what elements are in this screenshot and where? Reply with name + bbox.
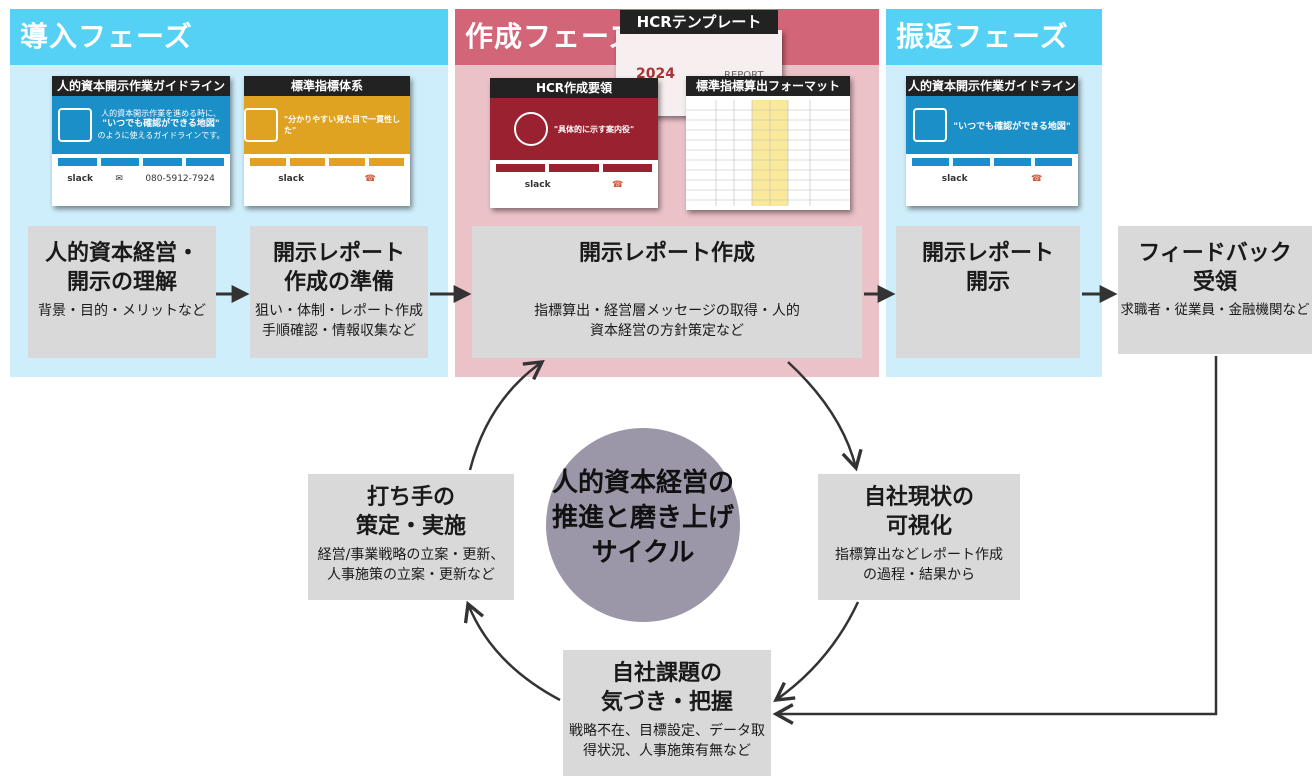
cycle-measures: 打ち手の 策定・実施 経営/事業戦略の立案・更新、 人事施策の立案・更新など [308, 474, 514, 600]
hcr-template-label: HCRテンプレート [620, 10, 778, 34]
cycle-visualize: 自社現状の 可視化 指標算出などレポート作成 の過程・結果から [818, 474, 1020, 600]
hcr-template-report: REPORT [724, 70, 764, 81]
step-understand-sub: 背景・目的・メリットなど [38, 303, 206, 320]
guideline-line1: 人的資本開示作業を進める時に、 [101, 108, 221, 118]
guideline-thumbnail-review: 人的資本開示作業ガイドライン "いつでも確認ができる地図" slack ☎ [906, 76, 1078, 206]
slack-logo: slack [941, 174, 968, 184]
slack-logo: slack [67, 174, 94, 184]
guideline-thumbnail-header: 人的資本開示作業ガイドライン [52, 76, 230, 96]
cycle-issues: 自社課題の 気づき・把握 戦略不在、目標設定、データ取 得状況、人事施策有無など [563, 650, 771, 776]
hcr-manual-thumbnail: HCR作成要領 "具体的に示す案内役" slack ☎ [490, 78, 658, 208]
guideline-review-tabs [906, 154, 1078, 170]
step-create-sub: 指標算出・経営層メッセージの取得・人的 資本経営の方針策定など [534, 302, 800, 339]
hcr-manual-banner: "具体的に示す案内役" [490, 98, 658, 160]
step-feedback-title: フィードバック 受領 [1138, 241, 1292, 295]
mail-icon: ✉ [115, 174, 123, 184]
arrow-create-to-visualize [787, 361, 863, 472]
create-phase-title: 作成フェーズ [465, 20, 638, 53]
indicator-format-thumbnail: 標準指標算出フォーマット [686, 76, 850, 210]
map-icon [57, 108, 92, 142]
cycle-issues-sub: 戦略不在、目標設定、データ取 得状況、人事施策有無など [569, 723, 765, 760]
spreadsheet-grid [686, 100, 850, 206]
standard-indicator-line1: "分かりやすい見た目で一貫性した" [284, 115, 401, 135]
review-phase-header [886, 9, 1102, 65]
cycle-visualize-sub: 指標算出などレポート作成 の過程・結果から [835, 547, 1003, 584]
step-disclose: 開示レポート 開示 [896, 226, 1080, 358]
step-disclose-title: 開示レポート 開示 [921, 241, 1054, 295]
standard-indicator-header: 標準指標体系 [244, 76, 410, 96]
cycle-center-circle: 人的資本経営の 推進と磨き上げ サイクル [546, 428, 740, 622]
hcr-manual-header: HCR作成要領 [490, 78, 658, 98]
standard-indicator-thumbnail: 標準指標体系 "分かりやすい見た目で一貫性した" slack ☎ [244, 76, 410, 206]
step-understand-title: 人的資本経営・ 開示の理解 [44, 241, 199, 295]
hcr-manual-line1: "具体的に示す案内役" [553, 124, 635, 134]
step-feedback: フィードバック 受領 求職者・従業員・金融機関など [1118, 226, 1312, 354]
step-create: 開示レポート作成 指標算出・経営層メッセージの取得・人的 資本経営の方針策定など [472, 226, 862, 358]
guideline-thumbnail-banner: 人的資本開示作業を進める時に、 "いつでも確認ができる地図" のように使えるガイ… [52, 96, 230, 154]
guideline-line3: のように使えるガイドラインです。 [97, 130, 225, 140]
step-create-title: 開示レポート作成 [578, 241, 755, 266]
intro-phase-title: 導入フェーズ [20, 20, 193, 53]
guideline-line2: "いつでも確認ができる地図" [102, 119, 220, 130]
step-prepare: 開示レポート 作成の準備 狙い・体制・レポート作成 手順確認・情報収集など [250, 226, 428, 358]
hcr-manual-footer: slack ☎ [490, 176, 658, 190]
standard-indicator-footer: slack ☎ [244, 170, 410, 184]
phone-icon: ☎ [1031, 174, 1043, 184]
step-prepare-title: 開示レポート 作成の準備 [272, 241, 405, 295]
guideline-review-header: 人的資本開示作業ガイドライン [906, 76, 1078, 96]
cycle-measures-title: 打ち手の 策定・実施 [355, 485, 466, 539]
phone-number: 080-5912-7924 [145, 174, 215, 184]
step-understand: 人的資本経営・ 開示の理解 背景・目的・メリットなど [28, 226, 216, 358]
cycle-issues-title: 自社課題の 気づき・把握 [600, 661, 733, 715]
guideline-review-line2: "いつでも確認ができる地図" [953, 121, 1071, 132]
review-phase-title: 振返フェーズ [896, 20, 1069, 53]
intro-phase-header [10, 9, 448, 65]
map-icon [913, 108, 948, 142]
phone-icon: ☎ [612, 180, 624, 190]
phone-icon: ☎ [364, 174, 376, 184]
slack-logo: slack [278, 174, 305, 184]
cycle-center-label: 人的資本経営の 推進と磨き上げ サイクル [551, 468, 734, 569]
standard-indicator-tabs [244, 154, 410, 170]
cycle-visualize-title: 自社現状の 可視化 [863, 485, 974, 539]
slack-logo: slack [524, 180, 551, 190]
guideline-tabs [52, 154, 230, 170]
guideline-thumbnail: 人的資本開示作業ガイドライン 人的資本開示作業を進める時に、 "いつでも確認がで… [52, 76, 230, 206]
guideline-footer: slack ✉ 080-5912-7924 [52, 170, 230, 184]
standard-indicator-banner: "分かりやすい見た目で一貫性した" [244, 96, 410, 154]
arrow-issues-to-measures [463, 600, 561, 702]
step-feedback-sub: 求職者・従業員・金融機関など [1120, 302, 1310, 319]
arrow-measures-to-create [468, 359, 545, 471]
cycle-measures-sub: 経営/事業戦略の立案・更新、 人事施策の立案・更新など [317, 547, 505, 584]
guideline-review-footer: slack ☎ [906, 170, 1078, 184]
ship-wheel-icon [513, 112, 548, 146]
step-prepare-sub: 狙い・体制・レポート作成 手順確認・情報収集など [255, 303, 423, 340]
indicator-format-header: 標準指標算出フォーマット [686, 76, 850, 96]
scroll-icon [244, 108, 278, 142]
hcr-manual-tabs [490, 160, 658, 176]
guideline-review-banner: "いつでも確認ができる地図" [906, 96, 1078, 154]
arrow-visualize-to-issues [773, 601, 860, 703]
